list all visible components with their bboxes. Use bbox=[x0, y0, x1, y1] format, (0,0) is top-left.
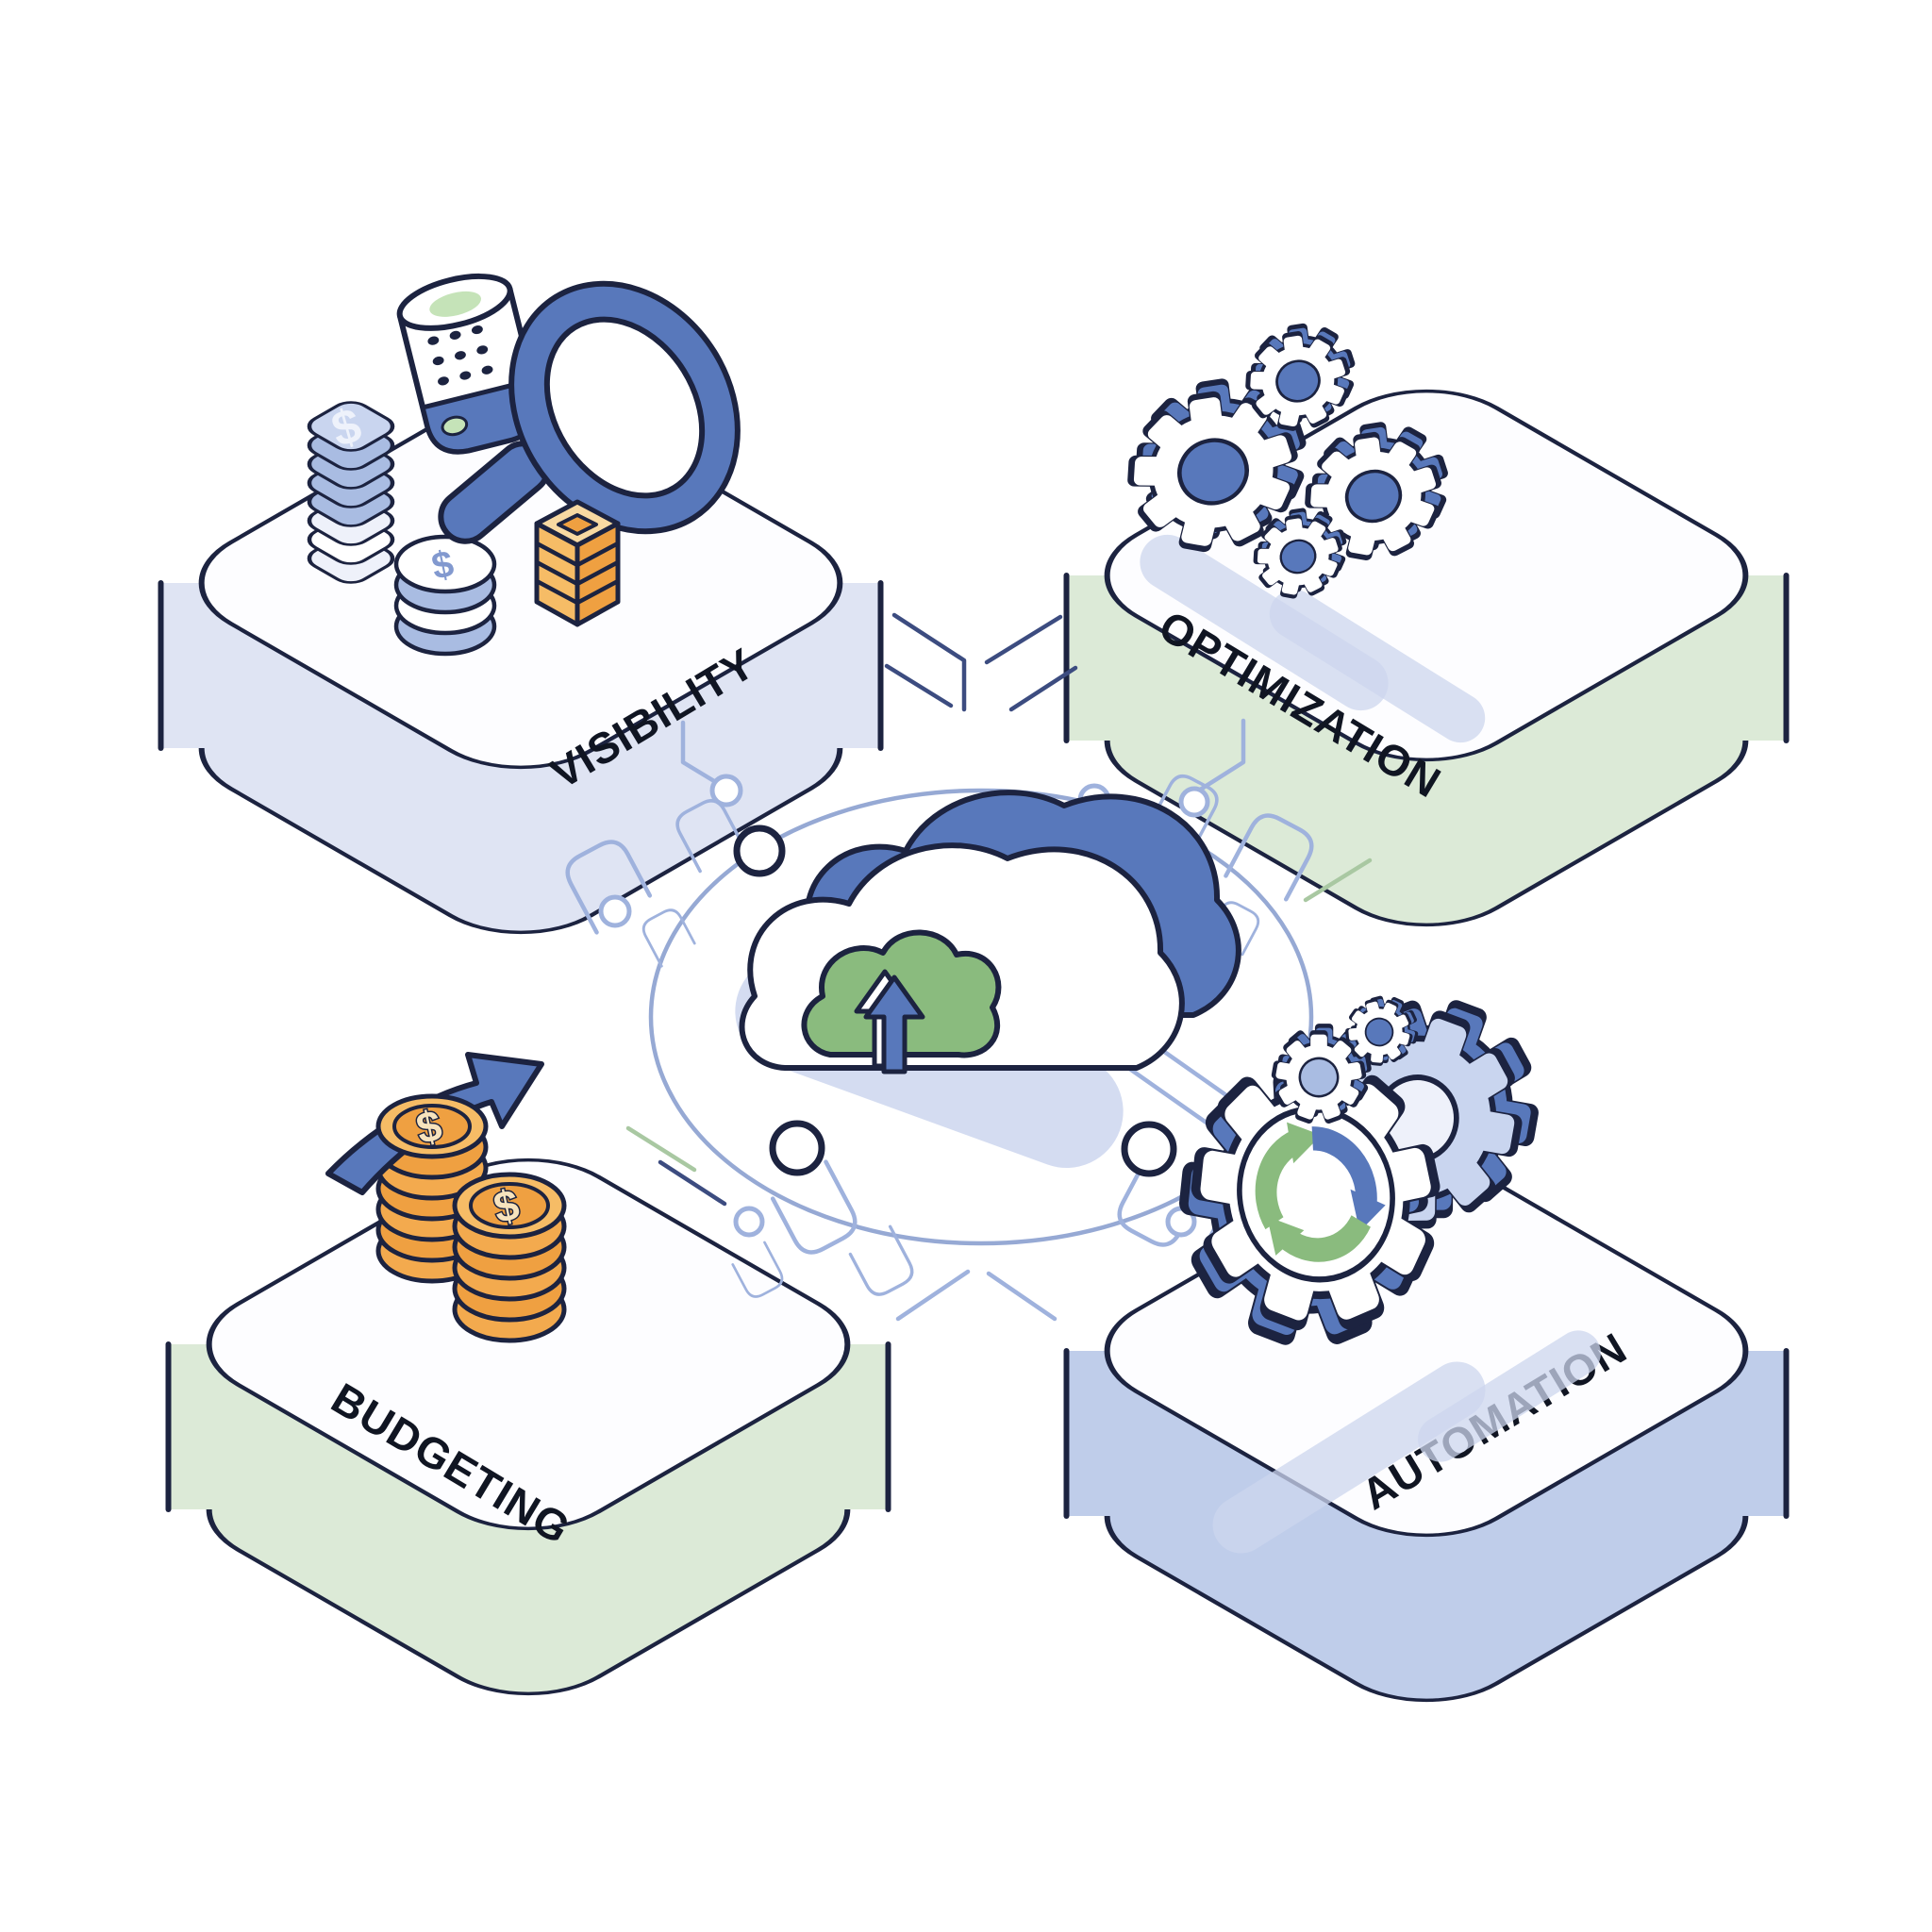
automation-icon-group bbox=[1153, 979, 1601, 1554]
gear-icon bbox=[1106, 356, 1328, 575]
optimization-icon-group bbox=[1106, 308, 1486, 743]
center-ring bbox=[648, 788, 1314, 1246]
gear-shadow bbox=[1269, 589, 1486, 743]
speaker-dots bbox=[427, 325, 493, 386]
gear-icon bbox=[1288, 403, 1466, 579]
gear-icon bbox=[1232, 308, 1369, 445]
visibility-icon-group: $ $ bbox=[302, 273, 741, 657]
circuit-node bbox=[769, 1120, 825, 1176]
gear-shadow bbox=[1212, 1361, 1486, 1554]
circuit-node bbox=[709, 774, 743, 808]
gear-shadow bbox=[1418, 1330, 1601, 1462]
gold-coin-stack-left-top: $ bbox=[375, 1093, 489, 1159]
audit-device-icon bbox=[396, 273, 541, 455]
gold-cube-icon bbox=[534, 499, 621, 627]
gear-icon bbox=[1241, 495, 1358, 611]
circuit-node bbox=[733, 824, 786, 877]
circuit-node bbox=[598, 894, 632, 928]
gear-shadow bbox=[1140, 534, 1389, 711]
white-coin-stack-icon: $ bbox=[393, 534, 497, 657]
platform-visibility: VISIBILITY bbox=[160, 375, 881, 957]
circuit-node bbox=[733, 1206, 765, 1238]
recycle-gear-icon bbox=[1153, 1030, 1466, 1374]
gear-icon bbox=[1263, 1015, 1379, 1133]
recycle-icon bbox=[1255, 1122, 1386, 1262]
magnifier-icon bbox=[438, 280, 741, 544]
blue-coin-stack-icon: $ bbox=[302, 398, 401, 587]
cloud-upload-icon bbox=[735, 790, 1241, 1169]
gold-coin-stack-right-icon: $ bbox=[452, 1172, 567, 1343]
platform-budgeting: BUDGETING bbox=[168, 1137, 889, 1718]
circuit-node bbox=[1121, 1121, 1177, 1177]
gear-icon bbox=[1337, 987, 1426, 1074]
circuit-node bbox=[1178, 786, 1210, 818]
upload-arrow-icon bbox=[854, 969, 925, 1074]
budgeting-icon-group: $ $ bbox=[325, 1052, 567, 1343]
